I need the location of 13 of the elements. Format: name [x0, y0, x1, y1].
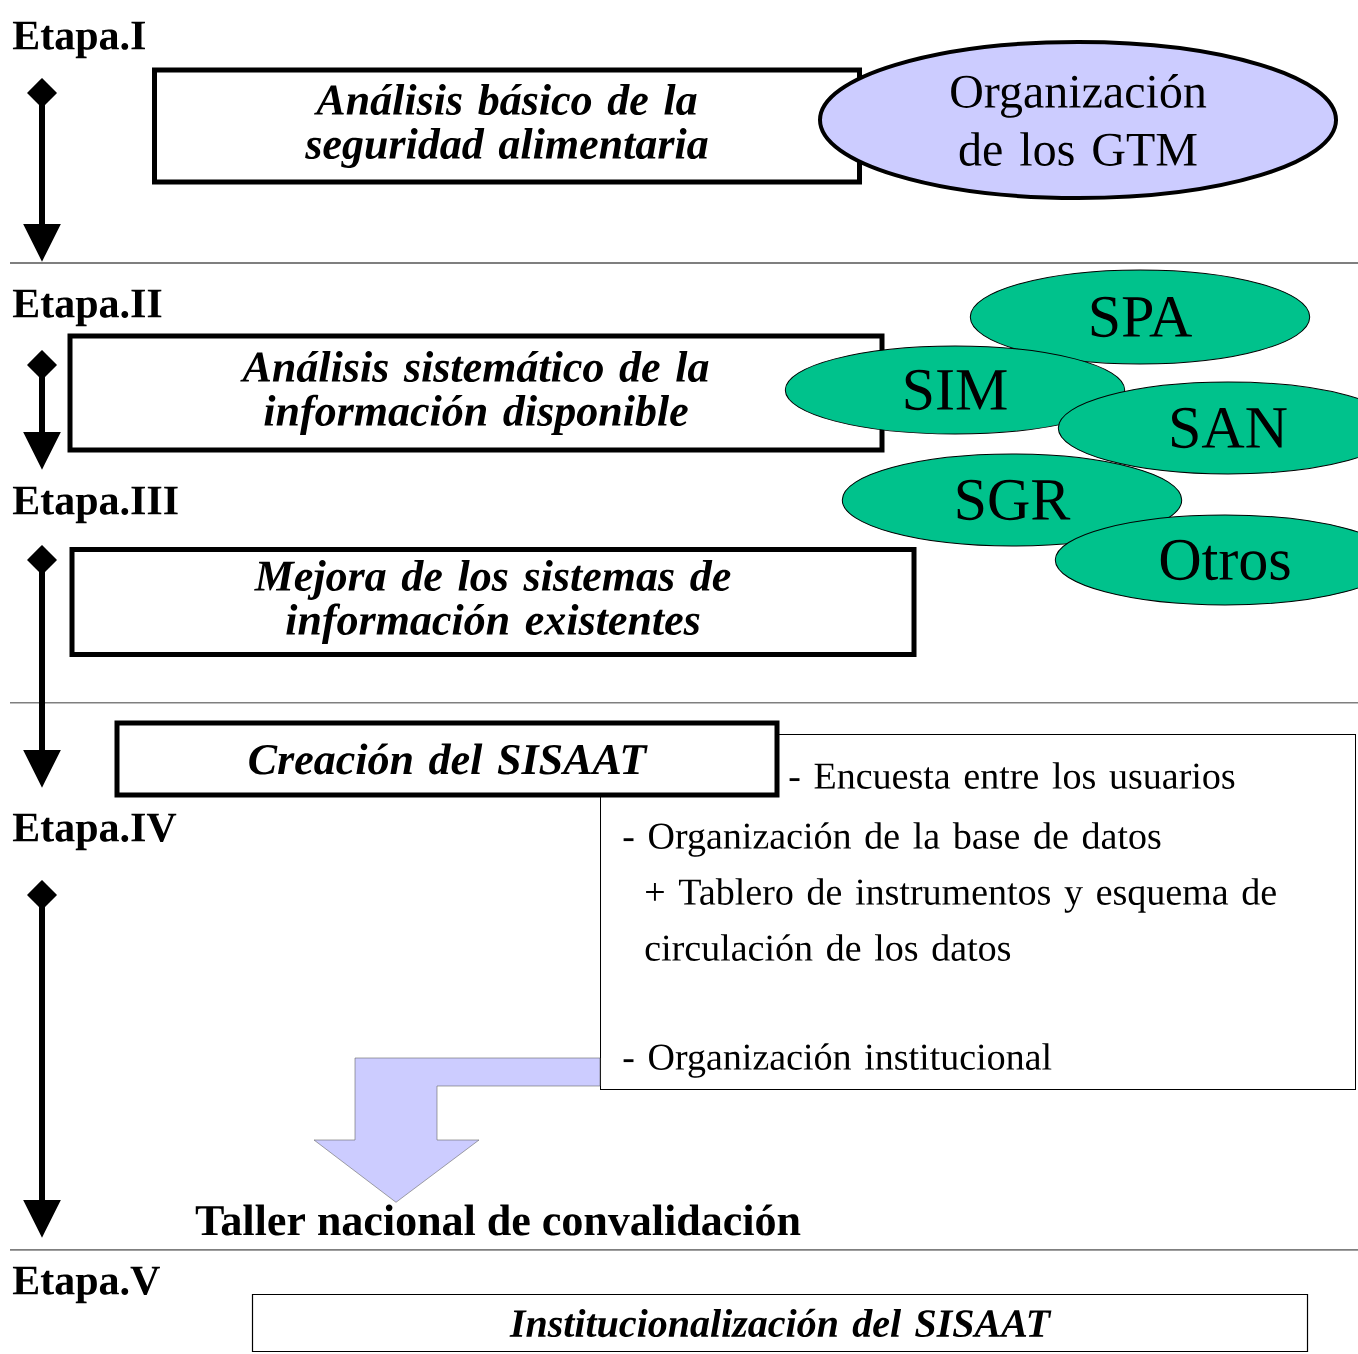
stage-label: Etapa.II	[12, 289, 162, 327]
node-label: SAN	[1172, 407, 1287, 449]
stage-label: Etapa.IV	[12, 813, 177, 851]
stage-box: Institucionalización del SISAAT	[251, 1293, 1309, 1353]
stage-box: Análisis sistemático de la información disponible	[67, 333, 885, 453]
workshop-text: Taller nacional de convalidación	[195, 1204, 801, 1236]
block-arrow	[313, 1057, 601, 1203]
stage-box: Mejora de los sistemas de información existentes	[69, 547, 917, 657]
stage-box: Creación del SISAAT	[114, 720, 780, 798]
stage-box: Análisis básico de la seguridad alimentaria	[152, 67, 862, 185]
stage-label: Etapa.V	[12, 1266, 160, 1304]
stage-label: Etapa.III	[12, 486, 178, 524]
stage-label: Etapa.I	[12, 21, 145, 59]
